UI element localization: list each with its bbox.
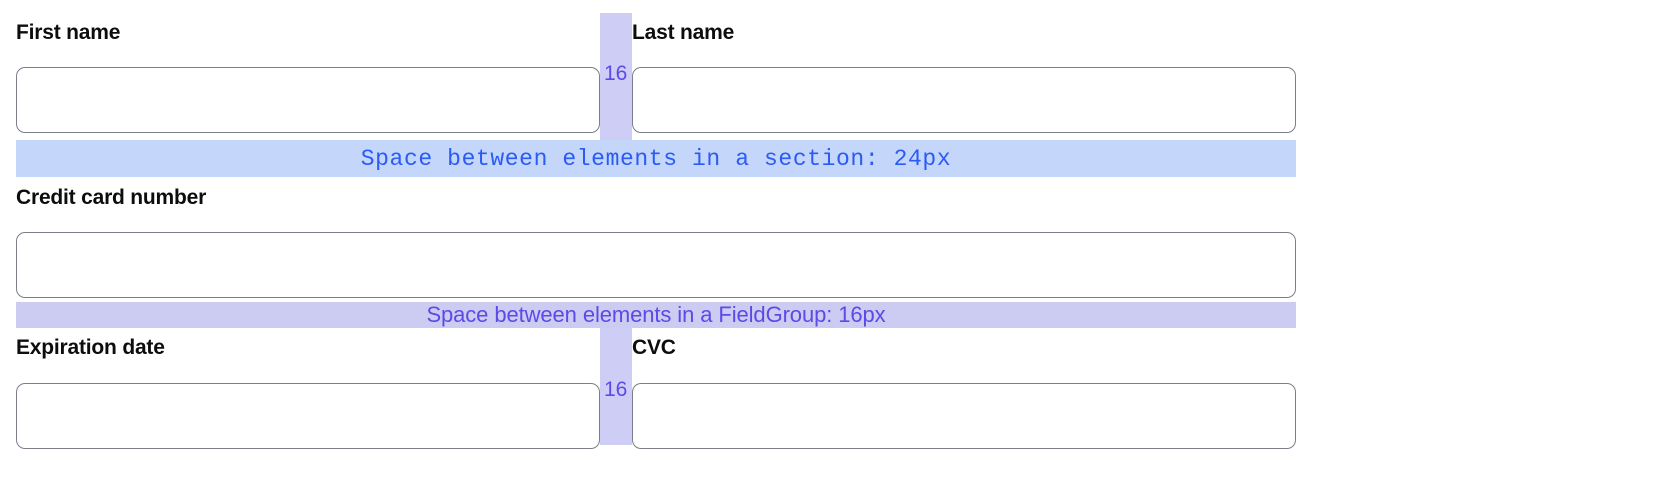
label-first-name: First name <box>16 21 121 44</box>
label-cvc: CVC <box>632 336 676 359</box>
label-last-name: Last name <box>632 21 735 44</box>
column-gap-label-expiry-row: 16 <box>604 378 628 401</box>
column-gap-label-name-row: 16 <box>604 62 628 85</box>
label-expiration-date: Expiration date <box>16 336 165 359</box>
input-cvc[interactable] <box>632 383 1296 449</box>
section-spacing-banner-text: Space between elements in a section: 24p… <box>360 145 952 172</box>
input-credit-card-number[interactable] <box>16 232 1296 298</box>
input-first-name[interactable] <box>16 67 600 133</box>
fieldgroup-spacing-banner-text: Space between elements in a FieldGroup: … <box>426 302 886 327</box>
fieldgroup-spacing-banner: Space between elements in a FieldGroup: … <box>16 302 1296 328</box>
input-last-name[interactable] <box>632 67 1296 133</box>
column-gap-indicator-expiry-row <box>600 328 632 445</box>
section-spacing-banner: Space between elements in a section: 24p… <box>16 140 1296 177</box>
label-credit-card-number: Credit card number <box>16 186 207 209</box>
input-expiration-date[interactable] <box>16 383 600 449</box>
column-gap-indicator-name-row <box>600 13 632 140</box>
